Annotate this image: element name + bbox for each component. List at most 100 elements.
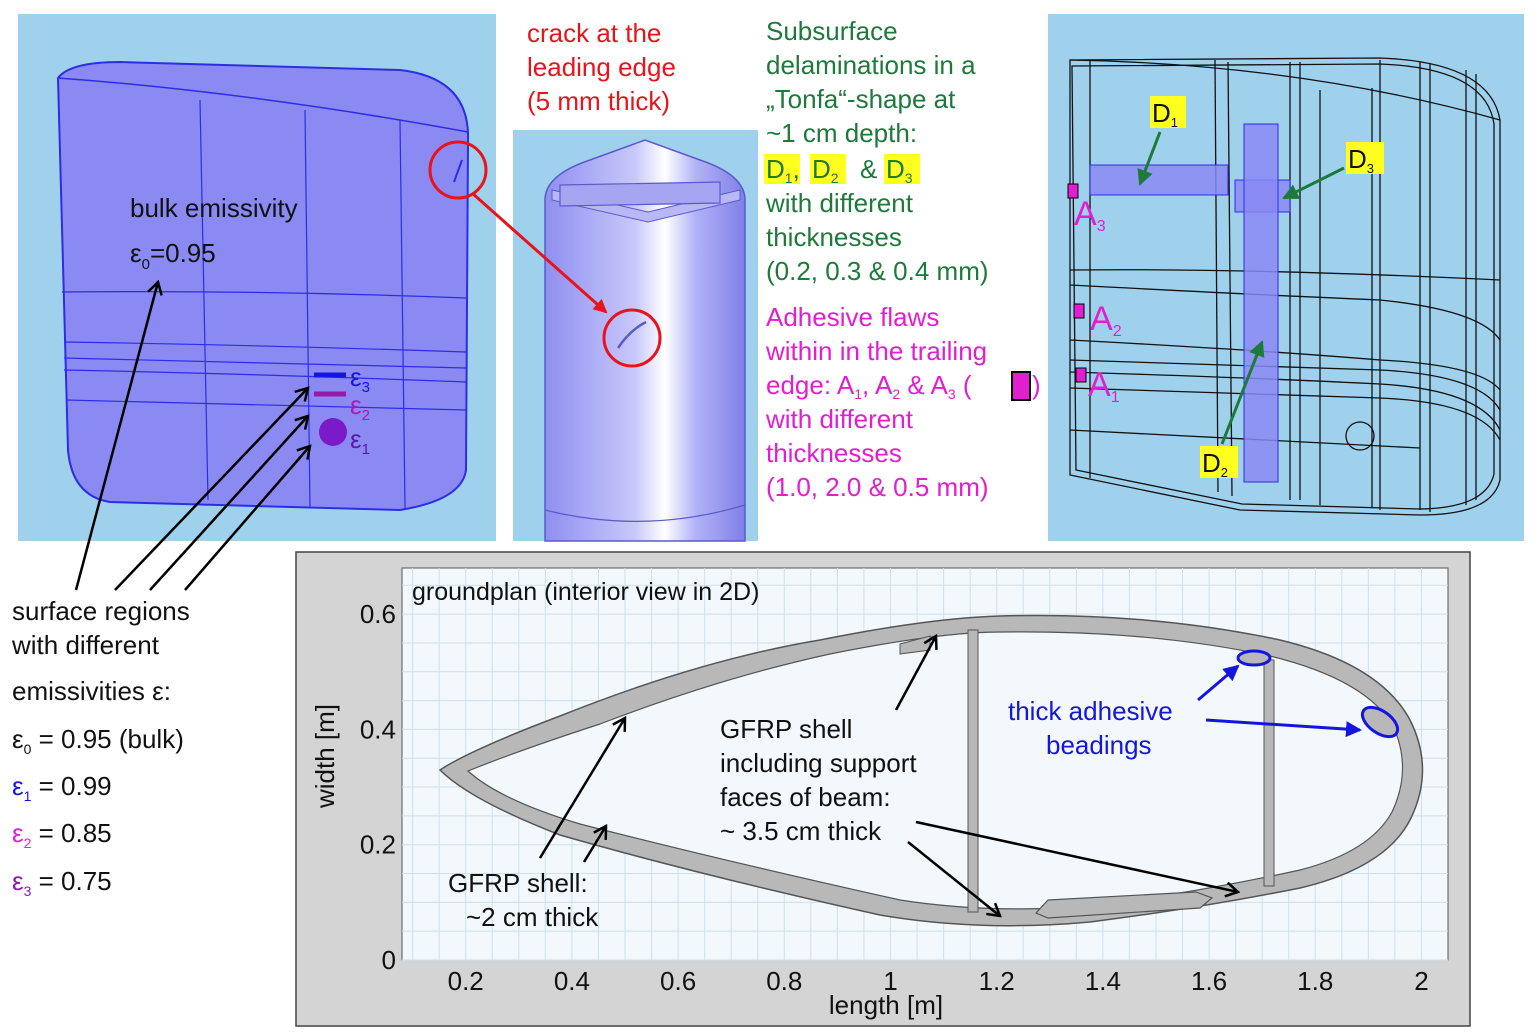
y-tick-label: 0.4 [360,714,396,744]
subsurface-line3: „Tonfa“-shape at [766,84,956,114]
groundplan-arrows [538,636,1238,916]
adhesive-a1-marker [1075,367,1087,383]
y-tick-label: 0.6 [360,599,396,629]
adhesive-bead-upper [1236,649,1272,667]
annot-thick-shell-line2: including support [720,748,917,778]
adhesive-paren-close: ) [1032,370,1041,400]
annot-thick-shell-line1: GFRP shell [720,714,852,744]
d1-arrow [1137,131,1162,186]
bulk-emissivity-value: ε0=0.95 [130,238,216,273]
adhesive-a3-marker [1067,183,1079,199]
legend-line1: surface regions [12,596,190,626]
subsurface-text-block: Subsurface delaminations in a „Tonfa“-sh… [764,16,989,286]
eps2-label: ε2 [350,390,370,424]
groundplan-title: groundplan (interior view in 2D) [412,578,759,606]
crack-title-line1: crack at the [527,18,661,48]
d2-arrow [1220,340,1265,445]
eps1-marker [319,418,347,446]
annot-thin-shell-line1: GFRP shell: [448,868,588,898]
y-axis-label: width [m] [310,704,340,809]
x-tick-label: 1.2 [979,966,1015,996]
legend-arrows [74,282,310,591]
beading-arrows [1197,664,1362,738]
leading-edge-cylinder [544,139,746,542]
legend-line3: emissivities ε: [12,676,171,706]
adhesive-text-block: Adhesive flaws within in the trailing ed… [765,302,1041,502]
adhesive-line4: with different [765,404,914,434]
bulk-emissivity-label: bulk emissivity [130,193,298,223]
legend-eps1: ε1 = 0.99 [12,771,112,804]
adhesive-line5: thicknesses [766,438,902,468]
subsurface-line2: delaminations in a [766,50,976,80]
subsurface-line1: Subsurface [766,16,898,46]
crack-circle-zoom [602,308,662,368]
d1-tag-label: D1 [1152,98,1178,130]
y-tick-label: 0 [382,945,396,975]
adhesive-line1: Adhesive flaws [766,302,939,332]
annot-thick-shell-line3: faces of beam: [720,782,891,812]
x-tick-label: 1 [883,966,897,996]
wireframe-shell [1069,57,1501,516]
emissivity-legend: surface regions with different emissivit… [11,596,190,899]
crack-circle-left [428,140,488,200]
d3-tag-label: D3 [1348,144,1374,176]
x-tick-label: 2 [1414,966,1428,996]
legend-eps0: ε0 = 0.95 (bulk) [12,724,184,757]
crack-panel: crack at the leading edge (5 mm thick) [513,18,758,542]
annot-thin-shell-line2: ~2 cm thick [466,902,599,932]
right-wireframe-panel: A3 A2 A1 D1 D3 D2 [1048,14,1524,541]
y-tick-label: 0.2 [360,830,396,860]
shear-web-rear [1263,659,1275,887]
x-tick-label: 0.6 [660,966,696,996]
crack-title-line2: leading edge [527,52,676,82]
subsurface-line8: (0.2, 0.3 & 0.4 mm) [766,256,989,286]
d1-highlight [764,154,800,184]
airfoil-inner-cavity [466,631,1404,910]
a2-label: A2 [1090,300,1122,340]
adhesive-a2-marker [1073,303,1085,319]
subsurface-line6: with different [765,188,914,218]
x-axis-label: length [m] [829,990,943,1020]
legend-eps3: ε3 = 0.75 [12,866,112,899]
annot-beading-line1: thick adhesive [1008,696,1173,726]
x-tick-label: 1.6 [1191,966,1227,996]
x-tick-label: 0.4 [554,966,590,996]
d2-tag [1200,446,1238,478]
beam-cap [1034,891,1214,919]
d3-highlight [884,154,920,184]
adhesive-line6: (1.0, 2.0 & 0.5 mm) [766,472,989,502]
d3-arrow [1282,166,1345,200]
left-model-panel: bulk emissivity ε0=0.95 ε3 ε2 ε1 [18,14,496,541]
annot-thick-shell-line4: ~ 3.5 cm thick [720,816,882,846]
x-tick-label: 1.8 [1297,966,1333,996]
y-ticks: 0 0.2 0.4 0.6 [360,599,396,975]
legend-eps2: ε2 = 0.85 [12,818,112,851]
legend-line2: with different [11,630,160,660]
subsurface-line7: thicknesses [766,222,902,252]
adhesive-line2: within in the trailing [765,336,987,366]
d1-tag [1150,96,1186,128]
a3-label: A3 [1074,195,1106,235]
eps3-label: ε3 [350,362,370,396]
x-tick-label: 0.8 [766,966,802,996]
adhesive-flaw-swatch [1011,371,1031,401]
annot-beading-line2: beadings [1046,730,1152,760]
d2-tag-label: D2 [1202,448,1228,480]
x-tick-label: 0.2 [448,966,484,996]
d3-tag [1346,142,1384,174]
crack-title-line3: (5 mm thick) [527,86,670,116]
delamination-d2-bar [1243,123,1279,483]
delamination-d1-bar [1089,164,1229,196]
d-labels-line: D1,D2&D3 [766,154,913,186]
crack-zoom-arrow [471,191,608,314]
adhesive-bead-lower [1360,705,1400,739]
adhesive-line3: edge: A1, A2 & A3 ( [766,370,972,402]
shear-web-front [967,629,979,913]
d2-highlight [810,154,846,184]
blade-shell-3d [56,60,470,512]
eps1-label: ε1 [350,424,370,458]
subsurface-line4: ~1 cm depth: [766,118,917,148]
